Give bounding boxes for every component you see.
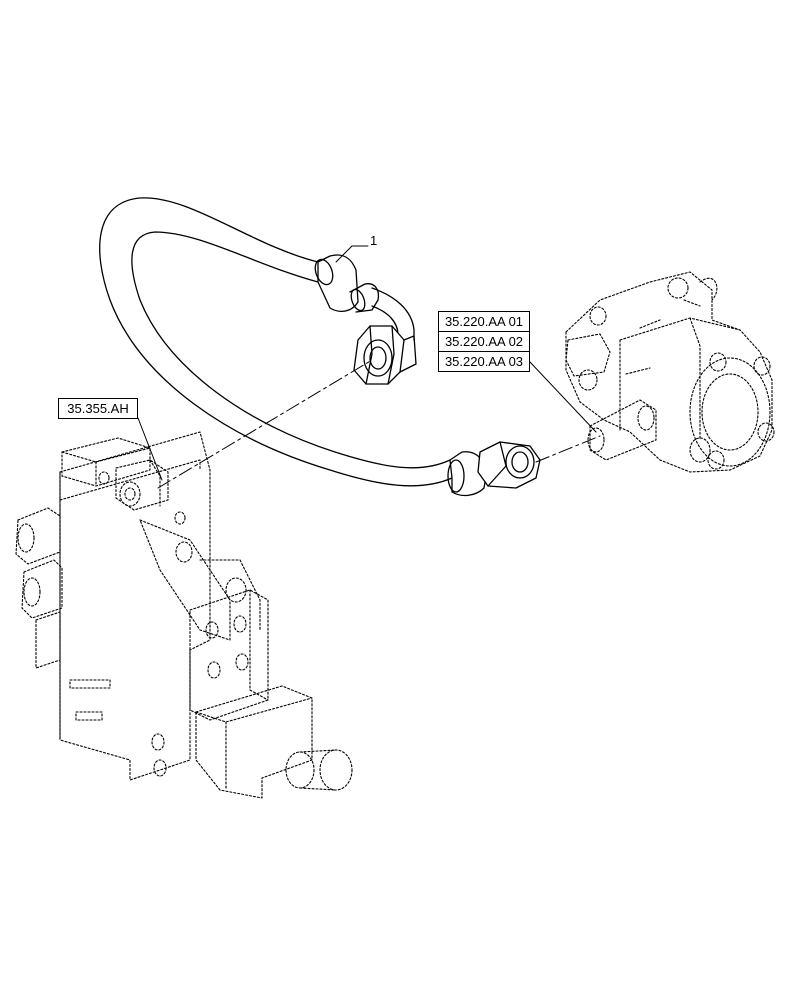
upper-fitting-nut <box>353 287 417 385</box>
pump-bolt-3 <box>757 422 775 442</box>
valve-top-block <box>61 437 151 487</box>
hydraulic-hose-icon <box>99 197 541 497</box>
pump-front-cover <box>689 357 771 467</box>
pump-bolt-2 <box>753 356 771 376</box>
pump-side-port <box>689 437 711 463</box>
hose-outer-edge <box>99 197 453 487</box>
valve-top-port <box>115 459 169 511</box>
valve-passage <box>139 519 231 641</box>
pump-bolt-1 <box>709 352 727 372</box>
hose-inner-edge <box>131 231 451 469</box>
valve-connection-line <box>157 359 373 489</box>
pump-ref-stack: 35.220.AA 01 35.220.AA 02 35.220.AA 03 <box>438 311 530 372</box>
hydraulic-pump-icon <box>565 271 775 473</box>
pump-ref-box-2[interactable]: 35.220.AA 02 <box>438 331 530 352</box>
valve-spool-end-2 <box>319 749 353 791</box>
pump-bolt-4 <box>707 450 725 470</box>
valve-left-fitting-upper <box>15 507 61 565</box>
valve-right-plate <box>189 589 269 721</box>
valve-ref-box[interactable]: 35.355.AH <box>58 398 138 419</box>
connection-lines <box>157 359 601 489</box>
hose-leader-line <box>335 245 369 263</box>
pump-connection-line <box>535 435 601 463</box>
pump-ref-box-3[interactable]: 35.220.AA 03 <box>438 351 530 372</box>
pump-ref-leader <box>529 361 597 433</box>
lower-crimp-sleeve <box>447 451 487 497</box>
pump-ref-box-1[interactable]: 35.220.AA 01 <box>438 311 530 332</box>
control-valve-icon <box>15 431 353 799</box>
lower-fitting-nut <box>477 441 541 489</box>
pump-inlet-port <box>589 399 657 461</box>
pump-flange <box>565 333 611 377</box>
valve-spool-end-1 <box>285 751 315 789</box>
upper-crimp-sleeve <box>314 254 380 313</box>
valve-left-fitting-lower <box>21 559 63 619</box>
valve-spool-section <box>195 685 313 799</box>
pump-housing <box>565 271 773 473</box>
item-number-1: 1 <box>370 233 378 248</box>
